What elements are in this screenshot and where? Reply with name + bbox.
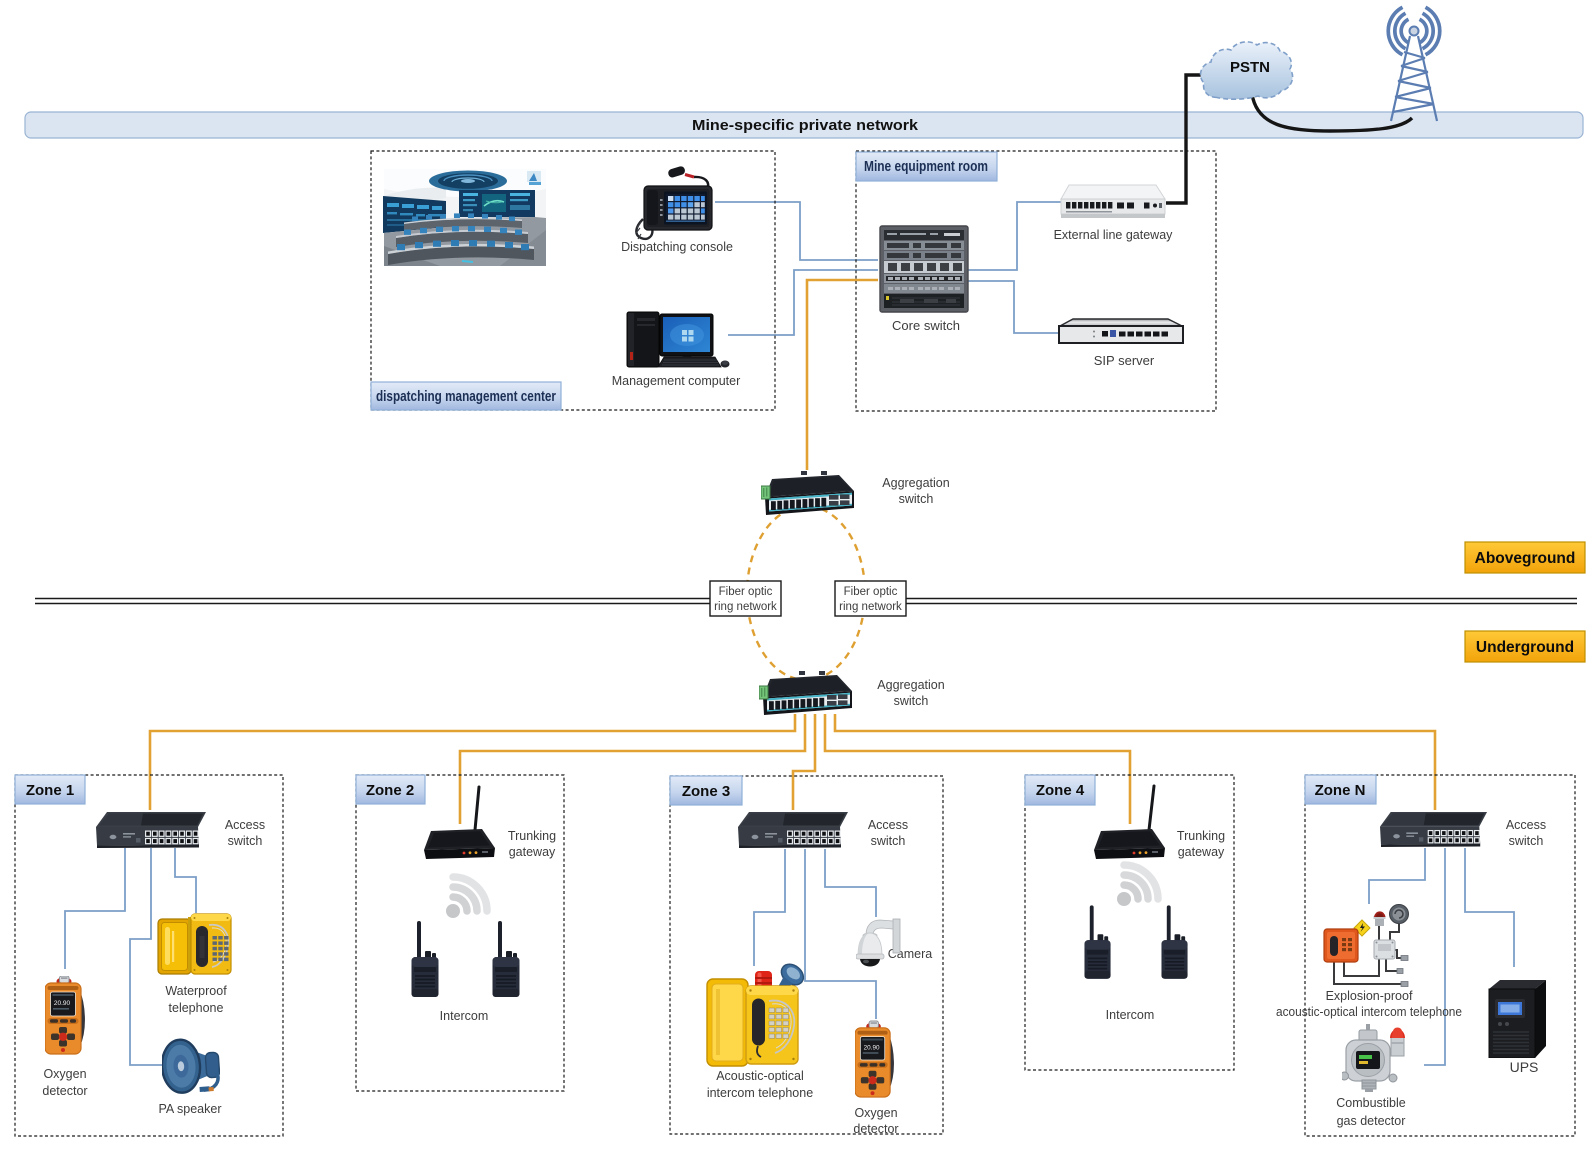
svg-text:detector: detector	[853, 1122, 898, 1136]
svg-text:ring network: ring network	[839, 601, 902, 613]
svg-text:External line gateway: External line gateway	[1054, 228, 1174, 242]
svg-text:intercom telephone: intercom telephone	[707, 1086, 813, 1100]
svg-text:switch: switch	[228, 834, 263, 848]
svg-text:switch: switch	[894, 694, 929, 708]
svg-text:Fiber optic: Fiber optic	[844, 586, 898, 598]
svg-text:gas detector: gas detector	[1337, 1114, 1406, 1128]
svg-text:Zone 4: Zone 4	[1036, 782, 1085, 799]
svg-text:acoustic-optical intercom tele: acoustic-optical intercom telephone	[1276, 1005, 1462, 1019]
svg-text:PA speaker: PA speaker	[158, 1102, 221, 1116]
svg-text:switch: switch	[871, 834, 906, 848]
svg-text:Core switch: Core switch	[892, 318, 960, 333]
svg-text:Mine-specific private network: Mine-specific private network	[692, 117, 919, 134]
svg-text:Access: Access	[868, 818, 908, 832]
svg-text:Zone 3: Zone 3	[682, 783, 730, 800]
svg-text:Trunking: Trunking	[508, 829, 556, 843]
svg-text:Access: Access	[225, 818, 265, 832]
svg-text:Mine equipment room: Mine equipment room	[864, 159, 988, 175]
svg-text:Trunking: Trunking	[1177, 829, 1225, 843]
svg-text:Access: Access	[1506, 818, 1546, 832]
svg-text:Oxygen: Oxygen	[43, 1067, 86, 1081]
svg-text:Acoustic-optical: Acoustic-optical	[716, 1069, 804, 1083]
svg-text:Aboveground: Aboveground	[1475, 550, 1576, 567]
svg-text:Aggregation: Aggregation	[877, 678, 944, 692]
svg-text:Waterproof: Waterproof	[165, 984, 227, 998]
svg-text:Zone 2: Zone 2	[366, 782, 414, 799]
svg-text:telephone: telephone	[169, 1001, 224, 1015]
svg-text:Combustible: Combustible	[1336, 1096, 1406, 1110]
svg-text:gateway: gateway	[509, 845, 556, 859]
svg-text:ring network: ring network	[714, 601, 777, 613]
svg-text:UPS: UPS	[1510, 1059, 1539, 1075]
svg-text:PSTN: PSTN	[1230, 59, 1270, 76]
svg-text:Management computer: Management computer	[612, 374, 741, 388]
svg-text:Dispatching console: Dispatching console	[621, 240, 733, 254]
svg-text:Aggregation: Aggregation	[882, 476, 949, 490]
svg-text:Intercom: Intercom	[1106, 1008, 1155, 1022]
svg-text:switch: switch	[1509, 834, 1544, 848]
svg-text:Fiber optic: Fiber optic	[719, 586, 773, 598]
svg-text:gateway: gateway	[1178, 845, 1225, 859]
svg-text:dispatching management center: dispatching management center	[376, 389, 556, 405]
svg-text:switch: switch	[899, 492, 934, 506]
svg-text:SIP server: SIP server	[1094, 353, 1155, 368]
svg-text:detector: detector	[42, 1084, 87, 1098]
svg-text:Underground: Underground	[1476, 639, 1574, 656]
svg-text:Intercom: Intercom	[440, 1009, 489, 1023]
svg-text:Zone N: Zone N	[1315, 782, 1366, 799]
svg-text:Explosion-proof: Explosion-proof	[1326, 989, 1413, 1003]
svg-text:Oxygen: Oxygen	[854, 1106, 897, 1120]
svg-text:Zone 1: Zone 1	[26, 782, 74, 799]
